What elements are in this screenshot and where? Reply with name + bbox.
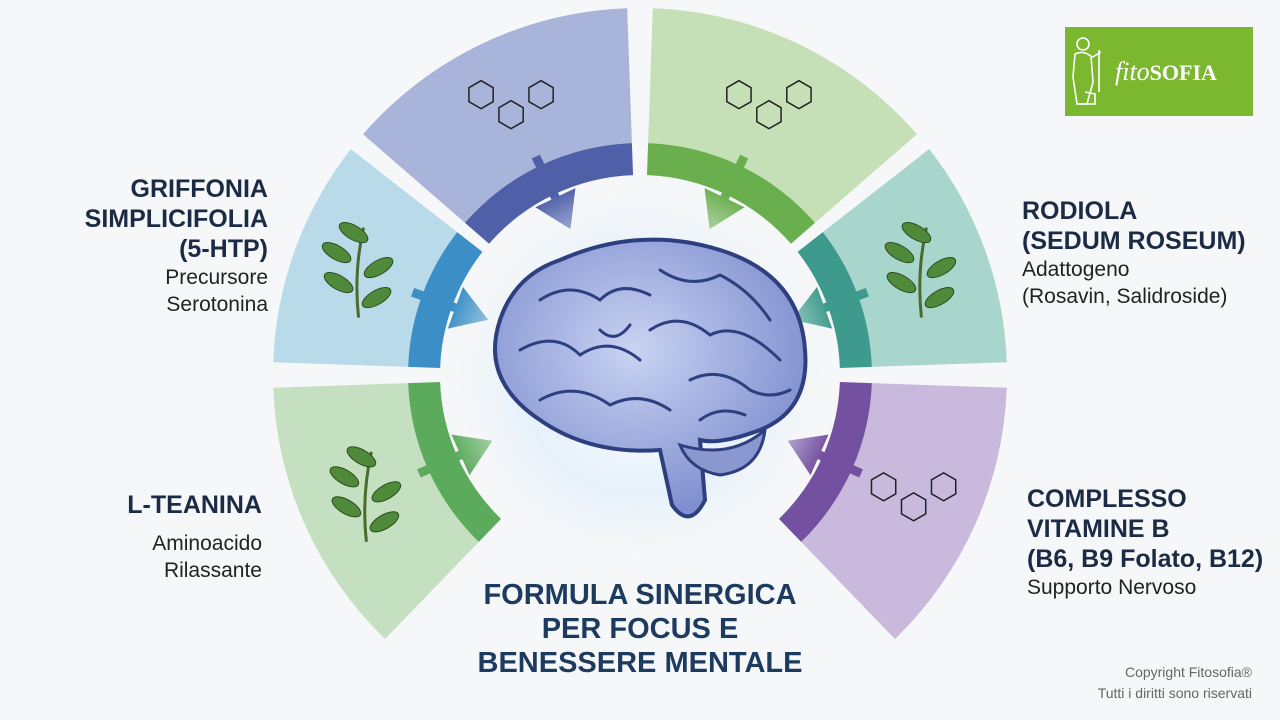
segment-vitamine-b (778, 381, 1007, 639)
logo-text-bold: SOFIA (1149, 59, 1217, 85)
l-teanina-title: L-TEANINA (127, 491, 262, 519)
vitamine-title-1: COMPLESSO (1027, 485, 1187, 513)
rodiola-title-2: (SEDUM ROSEUM) (1022, 227, 1246, 255)
label-griffonia: GRIFFONIA SIMPLICIFOLIA (5-HTP) Precurso… (40, 174, 268, 318)
brain-illustration (493, 237, 808, 519)
copyright-line-1: Copyright Fitosofia® (1124, 664, 1252, 680)
rodiola-title-1: RODIOLA (1022, 197, 1138, 225)
segment-fill (648, 8, 917, 223)
griffonia-title-2: SIMPLICIFOLIA (84, 205, 268, 233)
segment-fill (363, 8, 632, 223)
label-l-teanina: L-TEANINA Aminoacido Rilassante (40, 490, 262, 584)
copyright-line-2: Tutti i diritti sono riservati (1097, 685, 1252, 701)
center-title: FORMULA SINERGICA PER FOCUS E BENESSERE … (400, 578, 880, 680)
molecule-structure-icon (468, 79, 554, 130)
label-vitamine-b: COMPLESSO VITAMINE B (B6, B9 Folato, B12… (1027, 484, 1263, 601)
griffonia-title-3: (5-HTP) (179, 235, 268, 263)
center-title-line-2: PER FOCUS E (541, 613, 739, 645)
vitamine-title-2: VITAMINE B (1027, 515, 1170, 543)
segment-fill (822, 149, 1007, 367)
segment-fill (273, 383, 479, 639)
plant-illustration-icon (329, 446, 402, 542)
segment-fill (801, 383, 1007, 639)
herbalist-figure-icon (1072, 36, 1102, 105)
plant-illustration-icon (884, 222, 957, 318)
rodiola-sub-2: (Rosavin, Salidroside) (1022, 285, 1228, 308)
segment-fill (273, 149, 458, 367)
fitosofia-logo: fitoSOFIA (1065, 27, 1253, 116)
vitamine-title-3: (B6, B9 Folato, B12) (1027, 545, 1264, 573)
logo-text: fitoSOFIA (1115, 57, 1217, 87)
griffonia-sub-1: Precursore (165, 266, 268, 289)
rodiola-sub-1: Adattogeno (1022, 258, 1130, 281)
logo-text-script: fito (1115, 56, 1150, 86)
segment-l-teanina (273, 381, 502, 639)
copyright: Copyright Fitosofia® Tutti i diritti son… (1098, 662, 1252, 704)
l-teanina-sub-2: Rilassante (163, 559, 262, 582)
l-teanina-sub-1: Aminoacido (152, 532, 262, 555)
molecule-structure-icon (870, 471, 957, 522)
center-title-line-1: FORMULA SINERGICA (483, 579, 797, 611)
griffonia-sub-2: Serotonina (166, 293, 268, 316)
molecule-structure-icon (726, 79, 812, 130)
vitamine-sub-1: Supporto Nervoso (1027, 576, 1197, 599)
center-title-line-3: BENESSERE MENTALE (477, 647, 803, 679)
griffonia-title-1: GRIFFONIA (130, 175, 269, 203)
label-rodiola: RODIOLA (SEDUM ROSEUM) Adattogeno (Rosav… (1022, 196, 1246, 310)
plant-illustration-icon (321, 222, 394, 318)
